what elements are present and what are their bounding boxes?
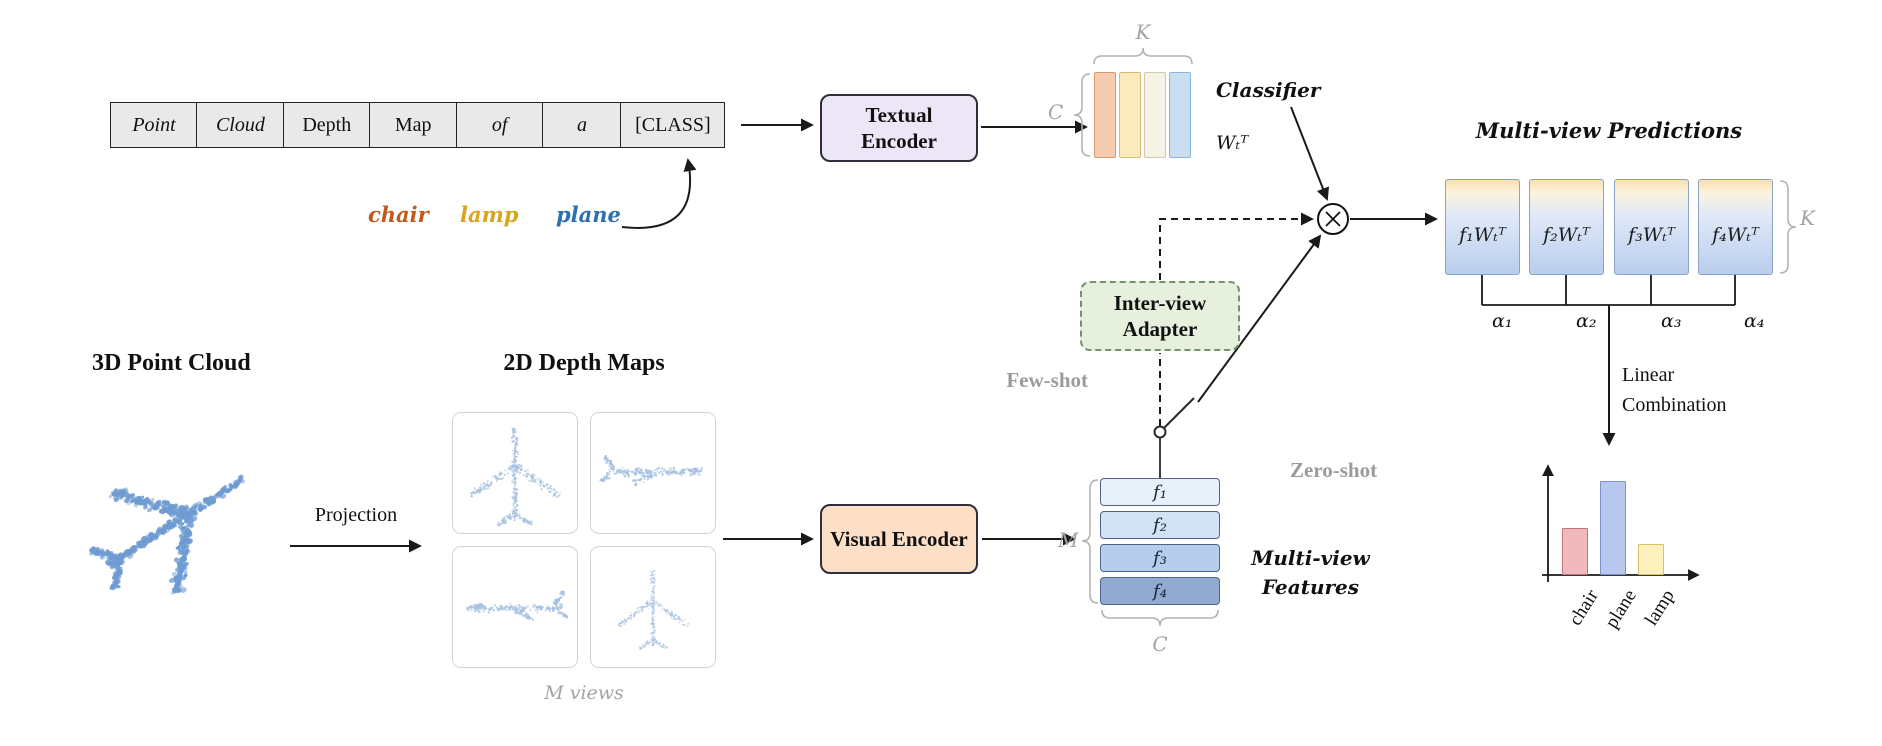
classifier-to-multiply-arrow — [1290, 106, 1330, 201]
chart-bar-plane — [1600, 481, 1626, 575]
point-cloud-airplane — [88, 474, 246, 595]
dim-label-c-features: C — [1152, 632, 1168, 656]
alpha-weight: α₄ — [1744, 310, 1765, 332]
alpha-weighting-lines — [1481, 275, 1736, 306]
multi-view-features-label: Multi-view Features — [1251, 546, 1370, 599]
prompt-cell: Point — [110, 102, 198, 148]
multiply-icon — [1317, 203, 1349, 235]
weight-column — [1094, 72, 1116, 158]
prompt-cell: Map — [369, 102, 458, 148]
adapter-to-multiply-dashed-arrow — [1159, 212, 1314, 280]
prompt-cell-class-token: [CLASS] — [620, 102, 726, 148]
classifier-label: Classifier — [1216, 78, 1321, 102]
zero-shot-label: Zero-shot — [1290, 458, 1378, 482]
c-brace-weights — [1073, 73, 1091, 157]
depth-map-view-3 — [465, 590, 569, 622]
textual-encoder-box: Textual Encoder — [820, 94, 978, 162]
class-word-plane: plane — [556, 202, 621, 227]
depth-maps-title: 2D Depth Maps — [503, 350, 665, 376]
m-brace-features — [1081, 479, 1099, 604]
chart-axes — [1542, 464, 1700, 582]
alpha-weight: α₃ — [1661, 310, 1682, 332]
feature-row: f₁ — [1100, 478, 1220, 506]
chart-bar-lamp — [1638, 543, 1664, 575]
prediction-box: f₃Wₜᵀ — [1614, 179, 1689, 275]
k-brace-predictions — [1779, 180, 1797, 274]
c-brace-features — [1101, 609, 1219, 627]
depth-map-frame — [452, 546, 578, 668]
depth-map-view-2 — [599, 454, 704, 487]
k-brace-weights — [1093, 47, 1193, 65]
prompt-template-table: Point Cloud Depth Map of a [CLASS] — [110, 102, 726, 148]
prompt-cell: a — [542, 102, 623, 148]
chart-bar-chair — [1562, 528, 1588, 575]
dim-label-k-weights: K — [1135, 20, 1151, 44]
depth-map-frame — [590, 546, 716, 668]
m-views-caption: M views — [544, 682, 624, 704]
feature-row: f₂ — [1100, 511, 1220, 539]
class-to-prompt-arrow — [621, 158, 697, 229]
prompt-cell: Depth — [282, 102, 371, 148]
dimension-braces — [1073, 47, 1797, 627]
zeroshot-to-multiply-arrow — [1197, 234, 1322, 403]
feature-row: f₄ — [1100, 577, 1220, 605]
weight-column — [1169, 72, 1191, 158]
prompt-cell: Cloud — [196, 102, 285, 148]
depth-map-view-1 — [470, 427, 562, 527]
depth-map-frame — [590, 412, 716, 534]
prompt-cell: of — [455, 102, 544, 148]
classifier-weight-symbol: Wₜᵀ — [1216, 132, 1249, 154]
inter-view-adapter-box: Inter-view Adapter — [1080, 281, 1240, 351]
depth-map-view-4 — [617, 570, 690, 651]
weight-column — [1119, 72, 1141, 158]
class-word-chair: chair — [368, 202, 429, 227]
prediction-box: f₁Wₜᵀ — [1445, 179, 1520, 275]
depth-map-frame — [452, 412, 578, 534]
dim-label-k-predictions: K — [1800, 206, 1815, 230]
projection-label: Projection — [314, 504, 398, 526]
prediction-box: f₄Wₜᵀ — [1698, 179, 1773, 275]
dim-label-m-features: M — [1058, 528, 1079, 552]
feature-row: f₃ — [1100, 544, 1220, 572]
alpha-weight: α₂ — [1576, 310, 1597, 332]
alpha-weight: α₁ — [1492, 310, 1513, 332]
dim-label-c-weights: C — [1048, 100, 1064, 124]
few-shot-label: Few-shot — [1006, 368, 1088, 392]
switch-contact-icon — [1153, 425, 1167, 439]
linear-combination-label: Linear Combination — [1622, 364, 1727, 416]
switch-lever-icon — [1163, 397, 1195, 429]
point-cloud-title: 3D Point Cloud — [92, 350, 251, 376]
multi-view-predictions-title: Multi-view Predictions — [1475, 118, 1743, 143]
class-word-lamp: lamp — [460, 202, 519, 227]
prediction-box: f₂Wₜᵀ — [1529, 179, 1604, 275]
visual-encoder-box: Visual Encoder — [820, 504, 978, 574]
weight-column — [1144, 72, 1166, 158]
